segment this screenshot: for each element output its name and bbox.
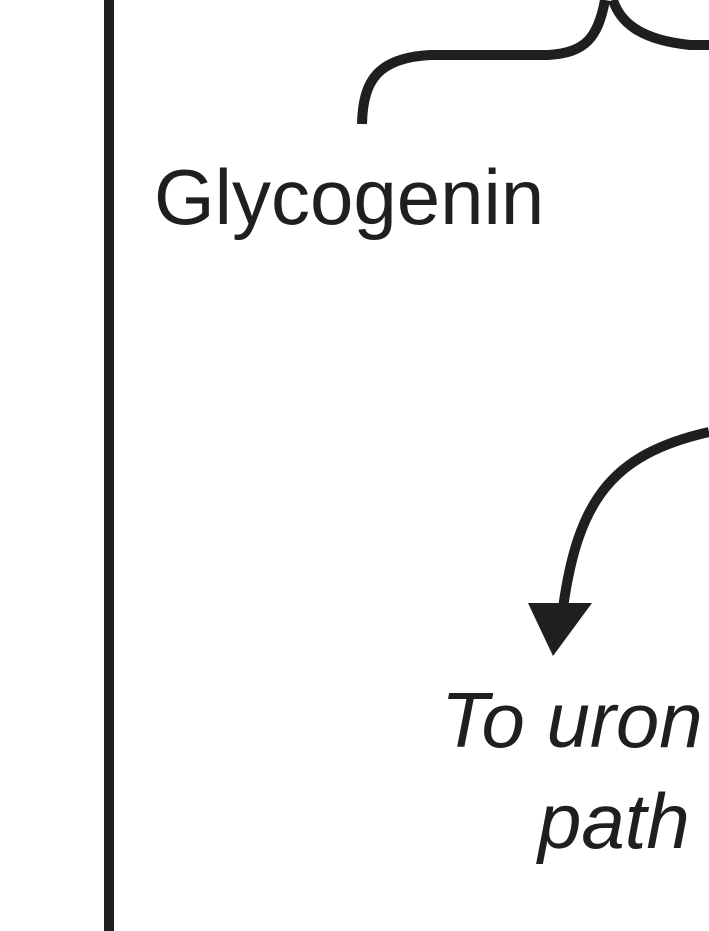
pathway-label-line2: path	[538, 777, 690, 865]
glycogenin-brace	[357, 0, 709, 125]
pathway-label-line1: To uron	[441, 676, 703, 764]
pathway-arrowhead	[528, 603, 592, 656]
glycogenin-label: Glycogenin	[154, 153, 545, 241]
pathway-arrow-curve	[558, 427, 709, 609]
